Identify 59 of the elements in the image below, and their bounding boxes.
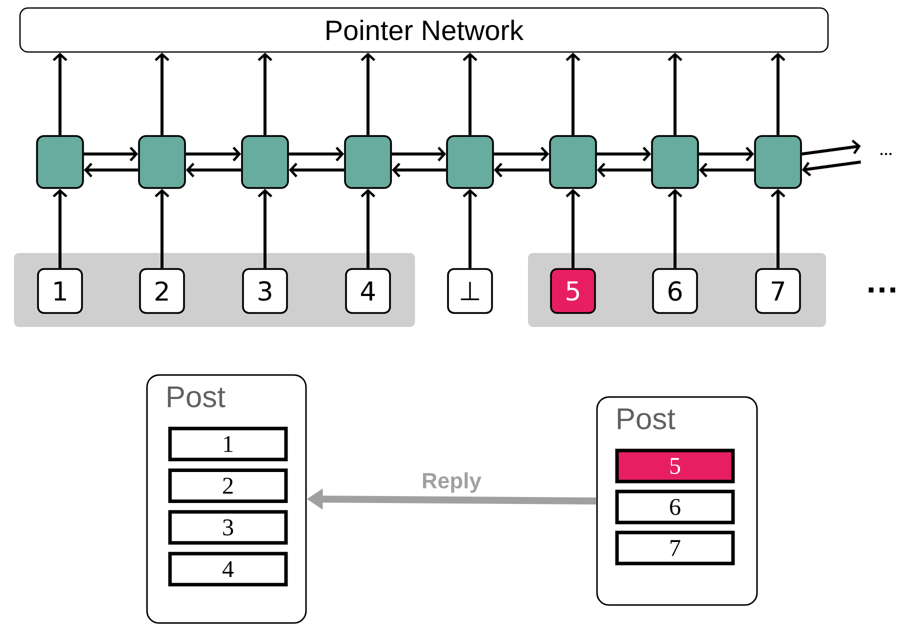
arrow (258, 52, 272, 136)
arrow (566, 52, 580, 136)
cell-box (754, 135, 802, 189)
token-box: ⊥ (447, 268, 493, 314)
edge-label: Reply (423, 472, 482, 493)
arrow (668, 188, 682, 268)
arrow (494, 146, 550, 162)
cell-box (446, 135, 494, 189)
arrow (154, 52, 170, 136)
arrow (566, 188, 580, 268)
token-box: 3 (242, 268, 288, 314)
post-item: 3 (168, 510, 288, 545)
arrow (288, 162, 344, 178)
arrow (84, 162, 138, 178)
arrow (770, 52, 786, 136)
arrow (802, 160, 862, 176)
arrow (698, 162, 754, 178)
cell-box (241, 135, 289, 189)
network-box: Pointer Network (19, 7, 829, 53)
arrow (596, 146, 652, 162)
arrow (288, 146, 344, 162)
post-item: 4 (168, 552, 288, 586)
cell-box (36, 135, 84, 189)
post-item: 1 (168, 426, 288, 462)
arrow (186, 162, 242, 178)
cell-box (344, 135, 392, 189)
arrow (770, 188, 786, 268)
post-item: 2 (168, 468, 288, 503)
arrow (392, 146, 446, 162)
arrow (698, 146, 754, 162)
arrow (668, 52, 682, 136)
arrow (52, 188, 68, 268)
cell-box (651, 135, 699, 189)
post-item: 5 (615, 448, 735, 484)
arrow (494, 162, 550, 178)
token-box: 4 (345, 268, 391, 314)
token-box: 6 (652, 268, 698, 314)
ellipsis: … (868, 287, 896, 293)
post-item: 6 (615, 490, 735, 524)
arrow (802, 140, 861, 156)
arrow (154, 188, 170, 268)
ellipsis: … (880, 152, 892, 156)
token-box: 1 (37, 268, 83, 314)
arrow (84, 146, 138, 162)
arrow (360, 188, 376, 268)
arrow (258, 188, 272, 268)
token-box: 2 (139, 268, 185, 314)
arrow (52, 52, 68, 136)
cell-box (138, 135, 186, 189)
token-box: 7 (755, 268, 801, 314)
arrow (360, 52, 376, 136)
cell-box (549, 135, 597, 189)
arrow (392, 162, 446, 178)
arrow (462, 188, 478, 268)
arrow (596, 162, 652, 178)
post-item: 7 (615, 530, 735, 566)
arrow (462, 52, 478, 136)
token-box: 5 (550, 268, 596, 314)
arrow (186, 146, 242, 162)
